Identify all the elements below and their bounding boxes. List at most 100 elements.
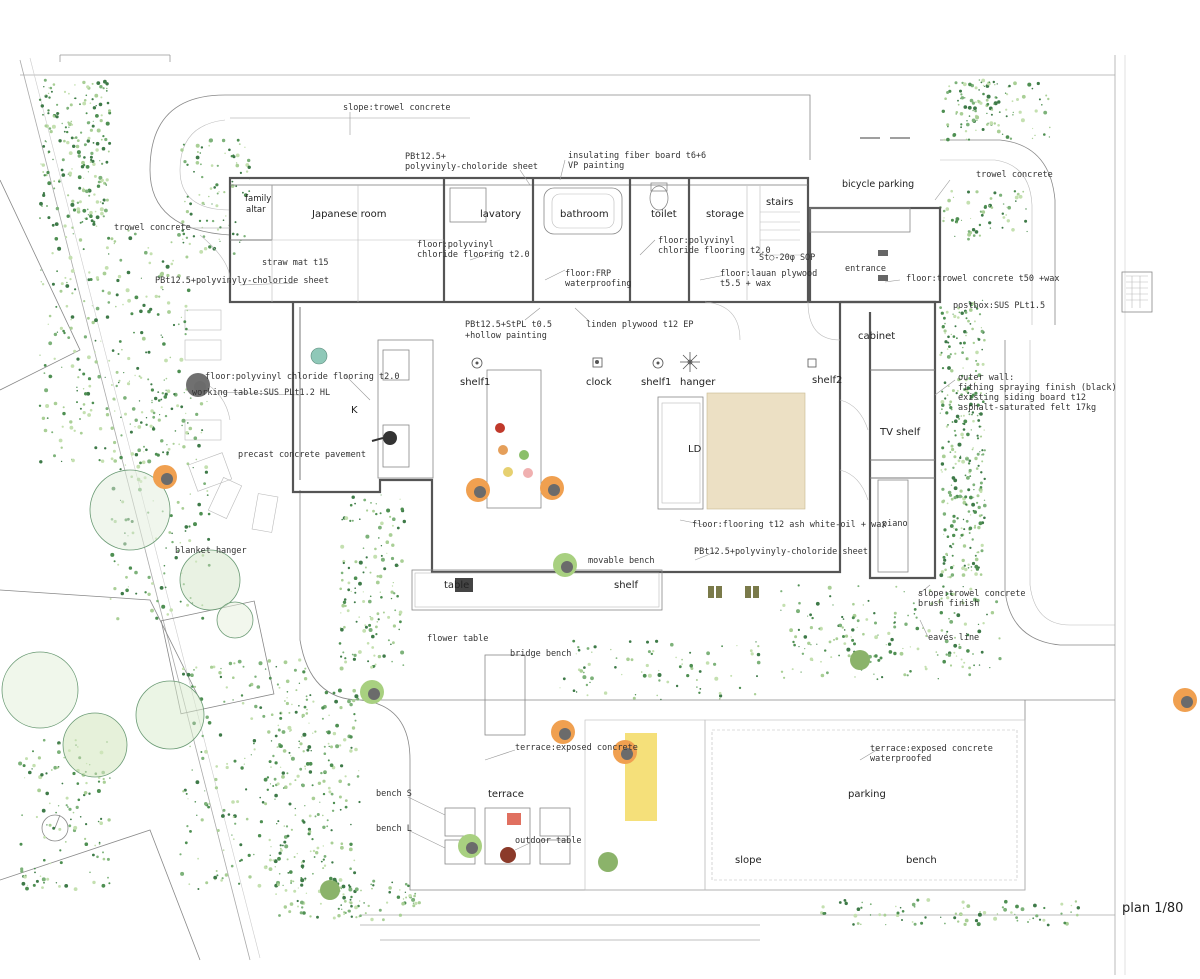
greenery-dot [166,301,171,305]
greenery-dot [1036,81,1040,86]
greenery-dot [982,400,985,404]
greenery-dot [893,621,896,624]
greenery-dot [340,544,345,549]
greenery-dot [154,452,158,456]
greenery-dot [343,738,347,742]
greenery-dot [281,730,286,734]
greenery-dot [804,648,806,650]
greenery-dot [176,404,180,408]
greenery-dot [626,657,630,662]
greenery-dot [71,292,74,295]
greenery-dot [354,719,357,722]
greenery-dot [893,625,897,629]
greenery-dot [309,915,312,918]
greenery-dot [980,543,984,548]
greenery-dot [981,362,985,366]
greenery-dot [123,396,127,400]
greenery-dot [945,207,950,211]
greenery-dot [963,564,966,567]
greenery-dot [196,814,198,816]
greenery-dot [274,761,278,765]
greenery-dot [983,477,986,481]
greenery-dot [963,97,966,99]
greenery-dot [862,604,864,606]
greenery-dot [150,409,154,413]
note-floor-entrance: floor:trowel concrete t50 +wax [906,274,1060,284]
greenery-dot [63,756,65,759]
greenery-dot [264,802,268,806]
greenery-dot [210,164,214,167]
greenery-dot [107,236,111,240]
greenery-dot [330,792,334,796]
greenery-dot [945,592,949,596]
greenery-dot [974,86,978,90]
greenery-dot [127,229,130,232]
greenery-dot [102,135,105,138]
greenery-dot [962,428,966,431]
greenery-dot [294,779,297,782]
greenery-dot [64,126,67,129]
greenery-dot [1048,136,1051,138]
plant [850,650,870,670]
greenery-dot [879,656,883,660]
greenery-dot [185,327,188,331]
greenery-dot [109,777,111,779]
greenery-dot [106,87,108,90]
greenery-dot [91,305,93,307]
greenery-dot [861,901,863,904]
greenery-dot [913,905,916,908]
greenery-dot [33,867,36,870]
greenery-dot [365,534,370,539]
greenery-dot [974,391,978,395]
greenery-dot [391,543,395,547]
greenery-dot [322,814,324,817]
greenery-dot [95,114,99,118]
greenery-dot [562,677,566,681]
greenery-dot [352,657,356,661]
greenery-dot [924,665,927,668]
greenery-dot [173,393,176,396]
greenery-dot [113,459,117,463]
greenery-dot [150,383,153,386]
greenery-dot [285,679,290,684]
greenery-dot [986,112,988,115]
outdoor-table-label: outdoor table [515,836,582,846]
greenery-dot [48,96,51,99]
greenery-dot [242,665,245,668]
greenery-dot [854,676,856,678]
greenery-dot [978,425,981,428]
greenery-dot [73,887,78,891]
greenery-dot [298,747,300,749]
greenery-dot [343,913,345,916]
greenery-dot [981,299,984,301]
greenery-dot [350,746,353,749]
kitchen-label: K [351,405,358,416]
greenery-dot [180,405,184,409]
greenery-dot [980,435,983,438]
greenery-dot [354,591,357,594]
greenery-dot [82,403,86,406]
greenery-dot [81,160,85,165]
greenery-dot [300,878,305,883]
greenery-dot [960,375,963,378]
greenery-dot [65,304,69,308]
greenery-dot [339,706,343,710]
greenery-dot [586,647,590,650]
greenery-dot [42,193,46,197]
note-outer-wall-4: asphalt-saturated felt 17kg [958,403,1096,413]
greenery-dot [350,590,352,593]
greenery-dot [347,588,351,592]
greenery-dot [41,416,46,420]
greenery-dot [115,305,117,308]
greenery-dot [948,493,953,497]
greenery-dot [1034,134,1036,137]
greenery-dot [1018,194,1023,199]
greenery-dot [56,270,58,273]
greenery-dot [968,301,971,303]
greenery-dot [48,823,52,827]
greenery-dot [245,788,248,791]
greenery-dot [39,217,41,220]
greenery-dot [386,508,391,513]
greenery-dot [978,89,980,91]
note-floor-frp-2: waterproofing [565,279,632,289]
